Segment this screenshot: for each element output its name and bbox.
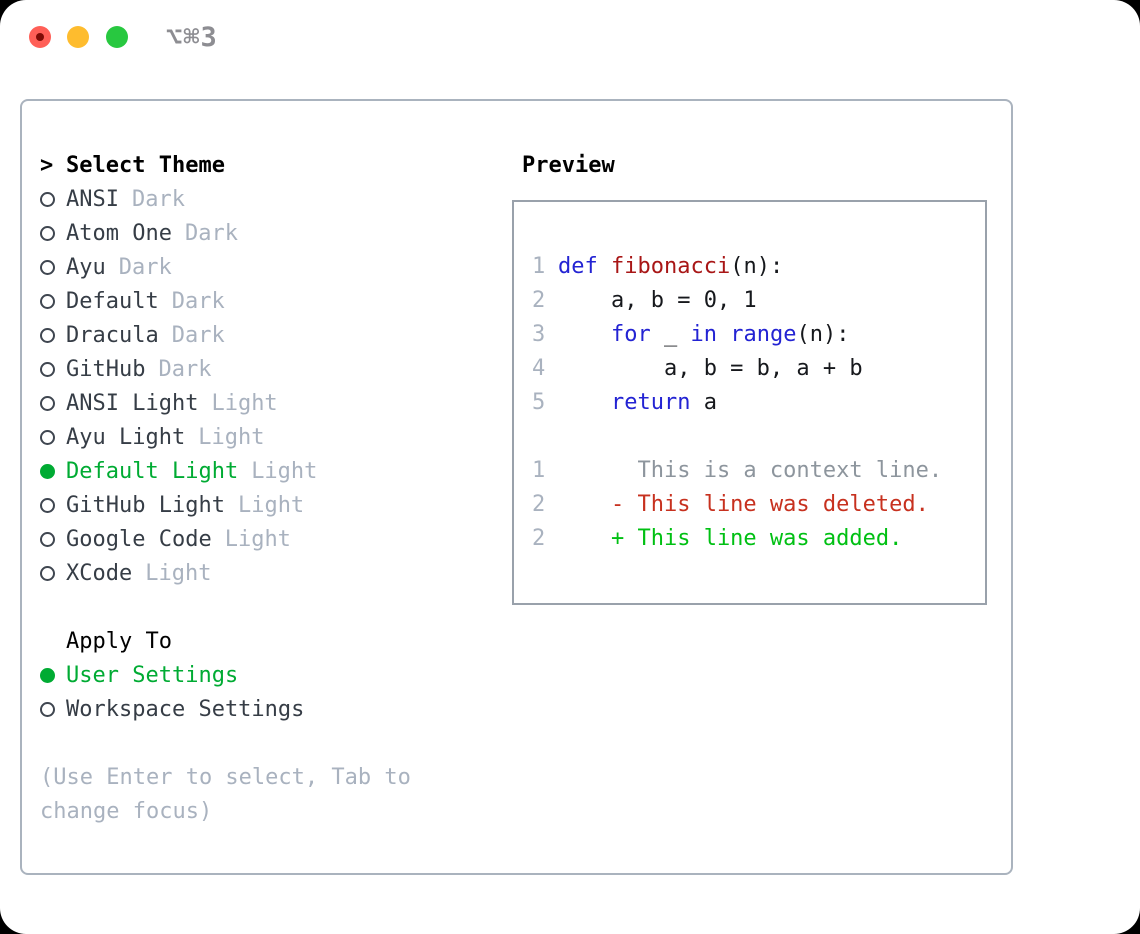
- theme-item-default-dark[interactable]: Default Dark: [40, 284, 411, 318]
- radio-unselected-icon: [40, 565, 55, 581]
- diff-line-context: 1 This is a context line.: [532, 454, 975, 488]
- radio-unselected-icon: [40, 191, 55, 207]
- line-number: 2: [532, 526, 546, 551]
- theme-variant: Light: [145, 560, 212, 586]
- theme-variant: Dark: [184, 220, 238, 246]
- apply-to-header: Apply To: [66, 628, 172, 654]
- line-number: 3: [532, 322, 546, 347]
- theme-variant: Light: [224, 526, 291, 552]
- theme-name: Default: [66, 288, 159, 314]
- code-line: 3 for _ in range(n):: [532, 318, 975, 352]
- theme-name: Default Light: [66, 458, 239, 484]
- radio-unselected-icon: [40, 429, 55, 445]
- radio-selected-icon: [40, 667, 55, 683]
- radio-unselected-icon: [40, 225, 55, 241]
- help-text-line-2: change focus): [40, 798, 213, 824]
- theme-name: ANSI Light: [66, 390, 199, 416]
- theme-variant: Dark: [171, 322, 225, 348]
- line-number: 2: [532, 492, 546, 517]
- theme-item-ayu-dark[interactable]: Ayu Dark: [40, 250, 411, 284]
- theme-name: GitHub Light: [66, 492, 225, 518]
- code-line: 4 a, b = b, a + b: [532, 352, 975, 386]
- theme-variant: Light: [211, 390, 278, 416]
- radio-unselected-icon: [40, 497, 55, 513]
- radio-unselected-icon: [40, 259, 55, 275]
- theme-item-xcode-light[interactable]: XCode Light: [40, 556, 411, 590]
- theme-variant: Light: [251, 458, 318, 484]
- theme-variant: Light: [198, 424, 265, 450]
- line-number: 1: [532, 254, 546, 279]
- spacer: [532, 420, 975, 454]
- theme-item-dracula-dark[interactable]: Dracula Dark: [40, 318, 411, 352]
- theme-variant: Light: [237, 492, 305, 518]
- traffic-light-close-button[interactable]: [29, 26, 51, 48]
- spacer: [40, 726, 411, 760]
- theme-list-header-row: > Select Theme: [40, 148, 411, 182]
- theme-item-google-code-light[interactable]: Google Code Light: [40, 522, 411, 556]
- theme-name: GitHub: [66, 356, 146, 382]
- theme-name: Ayu Light: [66, 424, 186, 450]
- line-number: 2: [532, 288, 546, 313]
- main-panel: > Select Theme ANSI Dark Atom One Dark A…: [20, 99, 1013, 875]
- theme-variant: Dark: [131, 186, 185, 212]
- theme-name: Dracula: [66, 322, 159, 348]
- theme-name: Google Code: [66, 526, 212, 552]
- theme-variant: Dark: [158, 356, 212, 382]
- apply-to-header-row: Apply To: [40, 624, 411, 658]
- diff-line-deleted: 2 - This line was deleted.: [532, 488, 975, 522]
- theme-name: Atom One: [66, 220, 172, 246]
- close-dot-icon: [36, 33, 44, 41]
- radio-unselected-icon: [40, 293, 55, 309]
- theme-variant: Dark: [118, 254, 172, 280]
- preview-header: Preview: [522, 152, 615, 178]
- theme-item-github-dark[interactable]: GitHub Dark: [40, 352, 411, 386]
- theme-name: XCode: [66, 560, 133, 586]
- line-number: 5: [532, 390, 546, 415]
- theme-item-ansi-light[interactable]: ANSI Light Light: [40, 386, 411, 420]
- radio-selected-icon: [40, 463, 55, 479]
- radio-unselected-icon: [40, 395, 55, 411]
- selection-caret-icon: >: [40, 152, 54, 178]
- code-line: 5 return a: [532, 386, 975, 420]
- theme-variant: Dark: [171, 288, 225, 314]
- diff-line-added: 2 + This line was added.: [532, 522, 975, 556]
- theme-item-atom-one-dark[interactable]: Atom One Dark: [40, 216, 411, 250]
- apply-option-label: Workspace Settings: [66, 696, 305, 722]
- apply-option-user-settings[interactable]: User Settings: [40, 658, 411, 692]
- traffic-light-minimize-button[interactable]: [67, 26, 89, 48]
- radio-unselected-icon: [40, 531, 55, 547]
- theme-list-header: Select Theme: [66, 152, 225, 178]
- theme-item-default-light[interactable]: Default Light Light: [40, 454, 411, 488]
- theme-select-section: > Select Theme ANSI Dark Atom One Dark A…: [40, 148, 411, 828]
- line-number: 1: [532, 458, 546, 483]
- help-text-line-1: (Use Enter to select, Tab to: [40, 764, 411, 790]
- code-line: 2 a, b = 0, 1: [532, 284, 975, 318]
- theme-item-ansi-dark[interactable]: ANSI Dark: [40, 182, 411, 216]
- radio-unselected-icon: [40, 361, 55, 377]
- window-title: ⌥⌘3: [166, 22, 218, 53]
- line-number: 4: [532, 356, 546, 381]
- radio-unselected-icon: [40, 327, 55, 343]
- apply-option-workspace-settings[interactable]: Workspace Settings: [40, 692, 411, 726]
- preview-header-row: Preview: [500, 148, 987, 182]
- theme-name: Ayu: [66, 254, 106, 280]
- apply-option-label: User Settings: [66, 662, 239, 688]
- theme-item-github-light[interactable]: GitHub Light Light: [40, 488, 411, 522]
- radio-unselected-icon: [40, 701, 55, 717]
- traffic-light-zoom-button[interactable]: [106, 26, 128, 48]
- spacer: [40, 590, 411, 624]
- theme-name: ANSI: [66, 186, 119, 212]
- theme-item-ayu-light[interactable]: Ayu Light Light: [40, 420, 411, 454]
- titlebar: ⌥⌘3: [0, 0, 1140, 74]
